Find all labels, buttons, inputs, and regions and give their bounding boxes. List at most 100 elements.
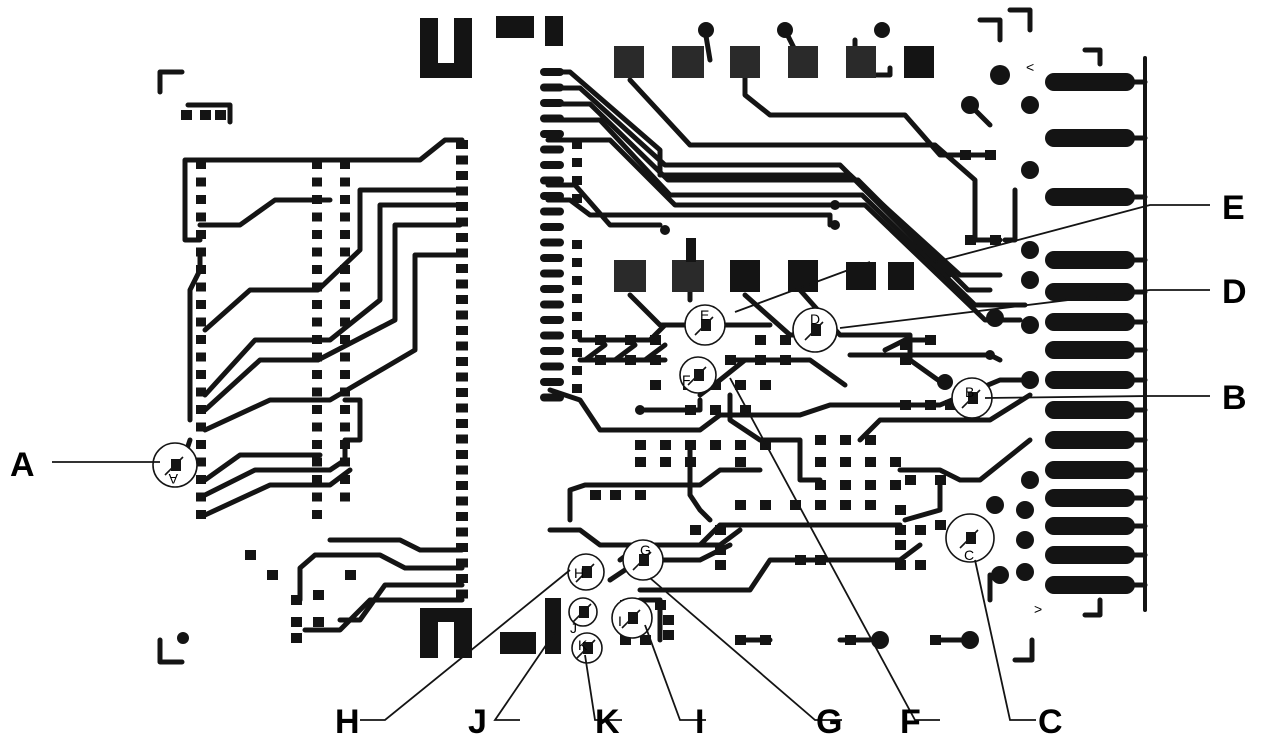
component-mark-f: F bbox=[682, 372, 691, 388]
component-pad bbox=[715, 545, 726, 555]
pad-col-small bbox=[572, 276, 582, 285]
pad-col-small bbox=[572, 384, 582, 393]
component-pad bbox=[710, 380, 721, 390]
pad-col-ic-left bbox=[540, 130, 564, 138]
component-pad bbox=[935, 520, 946, 530]
component-pad bbox=[845, 635, 856, 645]
component-pad bbox=[610, 490, 621, 500]
component-lead-mark bbox=[632, 551, 652, 571]
component-pad bbox=[960, 150, 971, 160]
component-mark-k: K bbox=[578, 637, 588, 653]
pad-col-3 bbox=[340, 492, 350, 502]
component-pad bbox=[595, 355, 606, 365]
component-pad bbox=[313, 590, 324, 600]
component-pad bbox=[840, 457, 851, 467]
pad-col-ic-right bbox=[456, 481, 468, 490]
pad-col-ic-right bbox=[456, 527, 468, 537]
pad-col-ic-left bbox=[540, 254, 564, 262]
ic-pads-top bbox=[614, 22, 934, 78]
pad-col-ic-right bbox=[456, 450, 468, 459]
callout-label-g: G bbox=[816, 703, 842, 741]
pad-col-2 bbox=[312, 370, 322, 379]
component-lead-mark bbox=[961, 389, 981, 409]
component-pad bbox=[865, 480, 876, 490]
component-pad bbox=[760, 500, 771, 510]
callout-leaders bbox=[52, 204, 1210, 721]
callout-label-e: E bbox=[1222, 189, 1245, 227]
edge-finger bbox=[1045, 517, 1135, 535]
pad-col-ic-right bbox=[456, 248, 468, 258]
pad-col-small bbox=[572, 158, 582, 167]
component-pad bbox=[895, 540, 906, 550]
pad-col-ic-right bbox=[456, 589, 468, 599]
component-lead-mark bbox=[687, 366, 707, 386]
pad-col-1 bbox=[196, 440, 206, 449]
pad-col-small bbox=[572, 312, 582, 321]
component-pad bbox=[313, 617, 324, 627]
component-j: J bbox=[568, 597, 598, 636]
edge-finger bbox=[1045, 576, 1135, 594]
component-pad bbox=[735, 440, 746, 450]
component-pad bbox=[840, 435, 851, 445]
component-pad bbox=[935, 475, 946, 485]
component-pad bbox=[291, 617, 302, 627]
component-k: K bbox=[571, 632, 603, 664]
pad-col-2 bbox=[312, 457, 322, 467]
component-pad bbox=[780, 335, 791, 345]
component-pad bbox=[895, 505, 906, 515]
component-pad bbox=[291, 595, 302, 605]
pad-col-2 bbox=[312, 405, 322, 414]
pad-col-2 bbox=[312, 440, 322, 449]
component-pad bbox=[865, 457, 876, 467]
pad-col-ic-right bbox=[456, 171, 468, 180]
edge-finger bbox=[1045, 461, 1135, 479]
component-pad bbox=[595, 335, 606, 345]
pad-col-2 bbox=[312, 387, 322, 397]
component-mark-c: C bbox=[964, 547, 974, 563]
pad-col-ic-left bbox=[540, 300, 564, 309]
component-mark-a: A bbox=[168, 471, 178, 487]
pad-col-ic-left bbox=[540, 145, 564, 154]
component-pad bbox=[650, 380, 661, 390]
pad-col-3 bbox=[340, 317, 350, 327]
pad-col-1 bbox=[196, 282, 206, 292]
pad-col-2 bbox=[312, 247, 322, 257]
pad-col-ic-left bbox=[540, 269, 564, 278]
pad-col-3 bbox=[340, 247, 350, 257]
pad-col-ic-right bbox=[456, 264, 468, 273]
pad-col-ic-right bbox=[456, 403, 468, 413]
pad-col-2 bbox=[312, 422, 322, 432]
component-pad bbox=[725, 355, 736, 365]
edge-finger bbox=[1045, 341, 1135, 359]
component-pad bbox=[245, 550, 256, 560]
pad-col-2 bbox=[312, 492, 322, 502]
component-pad bbox=[815, 480, 826, 490]
pad-col-3 bbox=[340, 177, 350, 187]
component-pad bbox=[985, 150, 996, 160]
pad-col-small bbox=[572, 258, 582, 267]
pad-col-ic-right bbox=[456, 310, 468, 320]
pad-col-ic-right bbox=[456, 140, 468, 149]
component-pad bbox=[795, 555, 806, 565]
registration-marks bbox=[157, 7, 1103, 665]
component-pad bbox=[735, 500, 746, 510]
component-mark-h: H bbox=[574, 565, 584, 581]
component-pad bbox=[790, 500, 801, 510]
pad-col-ic-left bbox=[540, 316, 564, 324]
pad-col-1 bbox=[196, 177, 206, 187]
component-pad bbox=[780, 355, 791, 365]
pad-col-ic-right bbox=[456, 372, 468, 382]
component-pad bbox=[895, 560, 906, 570]
pad-col-1 bbox=[196, 300, 206, 309]
pad-col-1 bbox=[196, 387, 206, 397]
pad-col-3 bbox=[340, 475, 350, 484]
component-pad bbox=[840, 480, 851, 490]
pad-col-3 bbox=[340, 230, 350, 239]
callout-label-b: B bbox=[1222, 379, 1247, 417]
pad-columns bbox=[196, 68, 582, 599]
component-e: E bbox=[684, 304, 726, 346]
pad-col-1 bbox=[196, 475, 206, 484]
pad-col-2 bbox=[312, 265, 322, 274]
pad-col-ic-left bbox=[540, 207, 564, 216]
component-pad bbox=[650, 355, 661, 365]
